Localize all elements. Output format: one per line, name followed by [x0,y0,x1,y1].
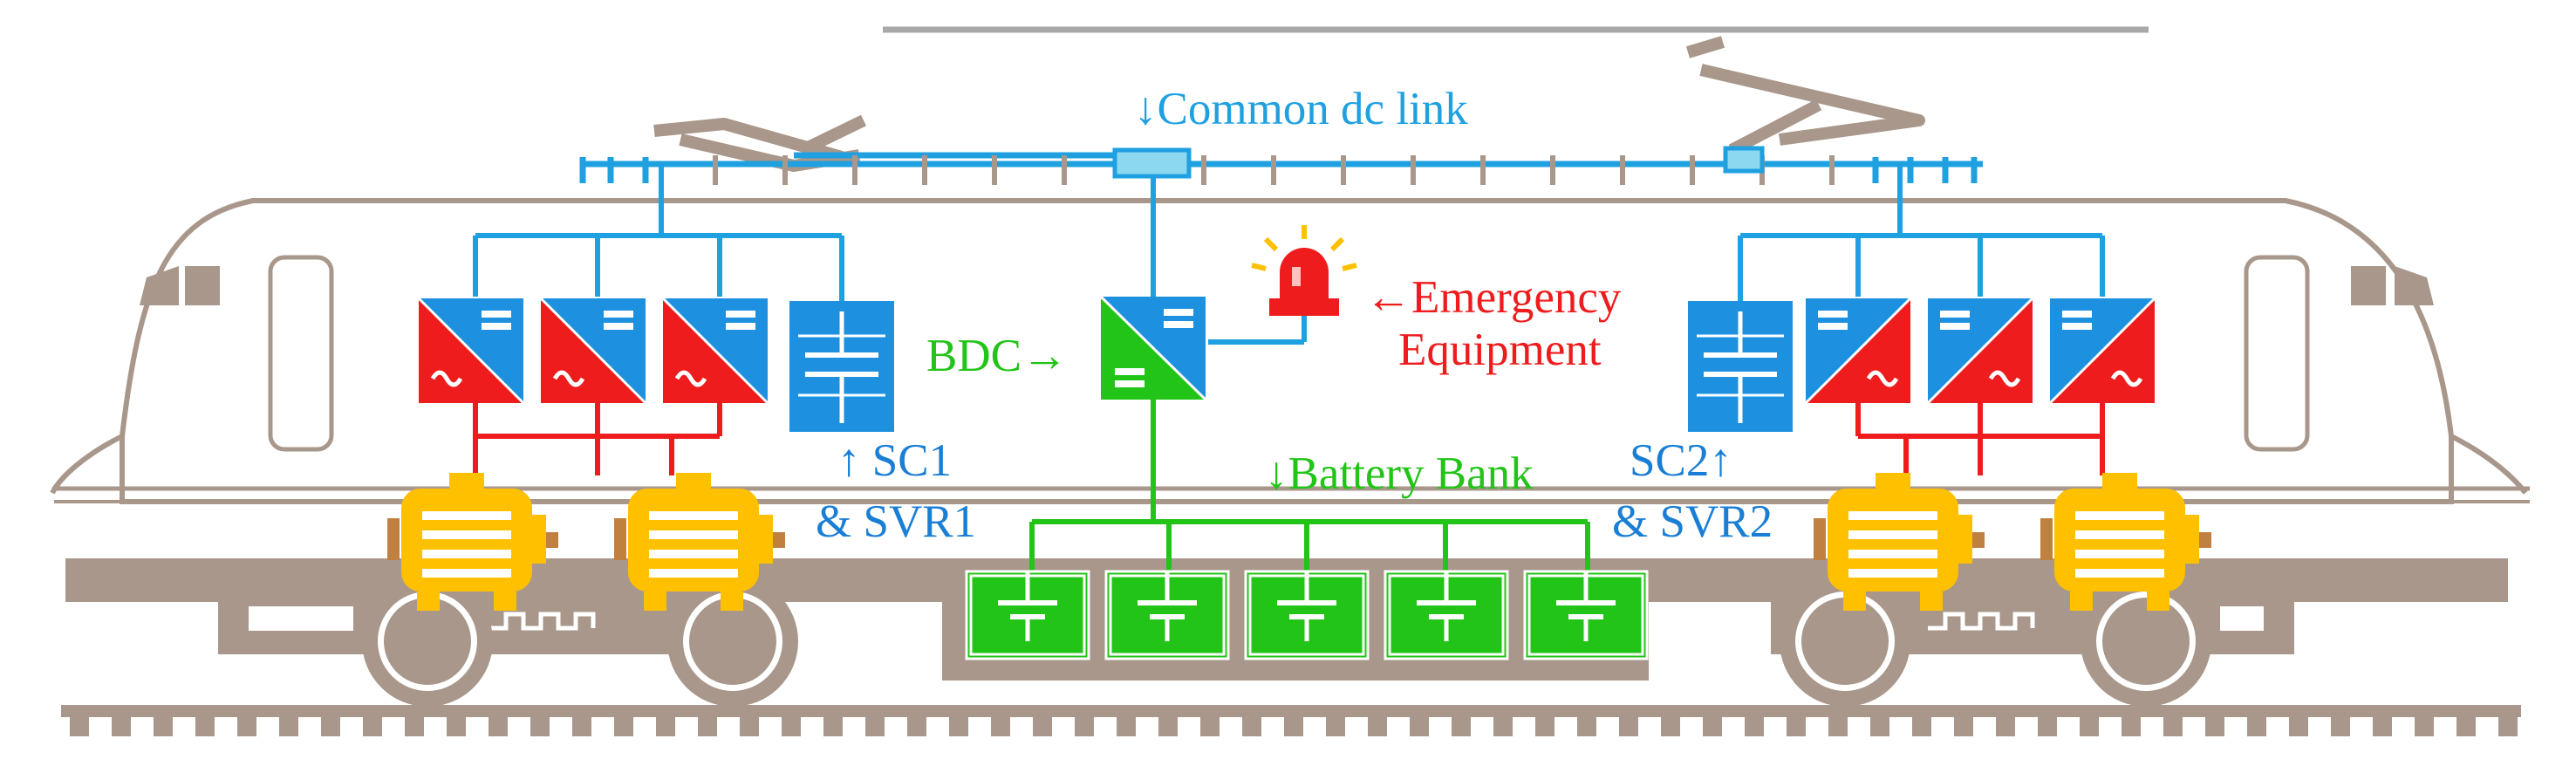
track-sleeper [1200,717,1220,736]
battery-cell-icon [1525,571,1647,659]
track-sleeper [1493,717,1513,736]
dc-link-label: ↓Common dc link [1134,84,1468,134]
track-sleeper [1158,717,1178,736]
track-sleeper [530,717,550,736]
left-dc-wires [473,164,844,301]
track-sleeper [572,717,591,736]
track-sleeper [2456,717,2476,736]
track-sleeper [1368,717,1387,736]
sc1-label: ↑ SC1 [837,435,952,486]
converter-icon [419,298,523,403]
track-sleeper [949,717,968,736]
converter-icon [1928,298,2033,403]
battery-cell-icon [967,571,1089,659]
track-sleeper [698,717,717,736]
track-sleeper [1870,717,1889,736]
track-sleeper [2331,717,2350,736]
track-sleeper [907,717,926,736]
left-ac-wires [473,401,722,475]
track-sleeper [782,717,801,736]
converter-icon [663,298,768,403]
dc-link-junction [1723,146,1765,174]
track-sleeper [405,717,424,736]
track-sleeper [321,717,340,736]
track-sleeper [740,717,759,736]
track-sleeper [1410,717,1429,736]
track-sleeper [1996,717,2015,736]
track-sleeper [2498,717,2518,736]
track-sleeper [2122,717,2141,736]
svr2-label: & SVR2 [1612,496,1773,547]
sc2-label: SC2↑ [1630,435,1732,486]
track-sleeper [1745,717,1764,736]
svr1-label: & SVR1 [816,496,976,547]
track-sleeper [2163,717,2183,736]
track-sleeper [1535,717,1554,736]
track-sleeper [237,717,256,736]
battery-cell-icon [1385,571,1507,659]
track-sleeper [1452,717,1471,736]
converter-icon [2050,298,2155,403]
track-sleeper [1284,717,1303,736]
track-sleeper [991,717,1010,736]
track-sleeper [1912,717,1931,736]
track-sleeper [1577,717,1596,736]
track-sleeper [2247,717,2266,736]
track-sleeper [2080,717,2099,736]
track-sleeper [1703,717,1722,736]
track-sleeper [1117,717,1136,736]
track-sleeper [2373,717,2392,736]
beacon-icon [1251,225,1357,316]
track-sleeper [112,717,131,736]
track-sleeper [2205,717,2224,736]
track-sleeper [1954,717,1973,736]
converter-icon [541,298,646,403]
track-sleeper [1075,717,1094,736]
track-sleeper [1326,717,1345,736]
equipment-label: Equipment [1398,325,1602,375]
right-dc-wires [1738,164,2105,301]
track-sleeper [154,717,173,736]
emergency-label: ←Emergency [1365,272,1622,323]
bdc-wires [1151,174,1307,345]
battery-cell-icon [1106,571,1228,659]
track-sleeper [823,717,843,736]
track-sleeper [1033,717,1052,736]
track-sleeper [70,717,89,736]
track-sleeper [447,717,466,736]
bdc-label: BDC→ [926,331,1068,381]
wheel-icon [2081,576,2211,707]
track-sleeper [1787,717,1806,736]
track-sleeper [614,717,633,736]
track-sleeper [2289,717,2308,736]
dc-bus-dividers [713,155,1835,185]
track [61,705,2521,736]
battery-cell-icon [1246,571,1368,659]
track-sleeper [1242,717,1261,736]
track-sleeper [656,717,675,736]
battery-bank-label: ↓Battery Bank [1265,448,1534,499]
track-sleeper [279,717,298,736]
supercapacitor-icon [789,301,894,432]
track-sleeper [489,717,508,736]
pantograph-icon [1685,36,1925,156]
dc-link-junction [1112,147,1192,179]
converter-icon [1806,298,1910,403]
track-sleeper [865,717,885,736]
track-sleeper [1828,717,1848,736]
bdc-converter-icon [1099,295,1207,401]
track-sleeper [2038,717,2057,736]
track-sleeper [363,717,382,736]
battery-wires [1029,397,1590,571]
pantograph-icon [653,114,867,172]
track-sleeper [1619,717,1638,736]
track-sleeper [2415,717,2434,736]
supercapacitor-icon [1688,301,1793,432]
right-ac-wires [1855,401,2105,475]
track-sleeper [195,717,215,736]
track-sleeper [1661,717,1680,736]
